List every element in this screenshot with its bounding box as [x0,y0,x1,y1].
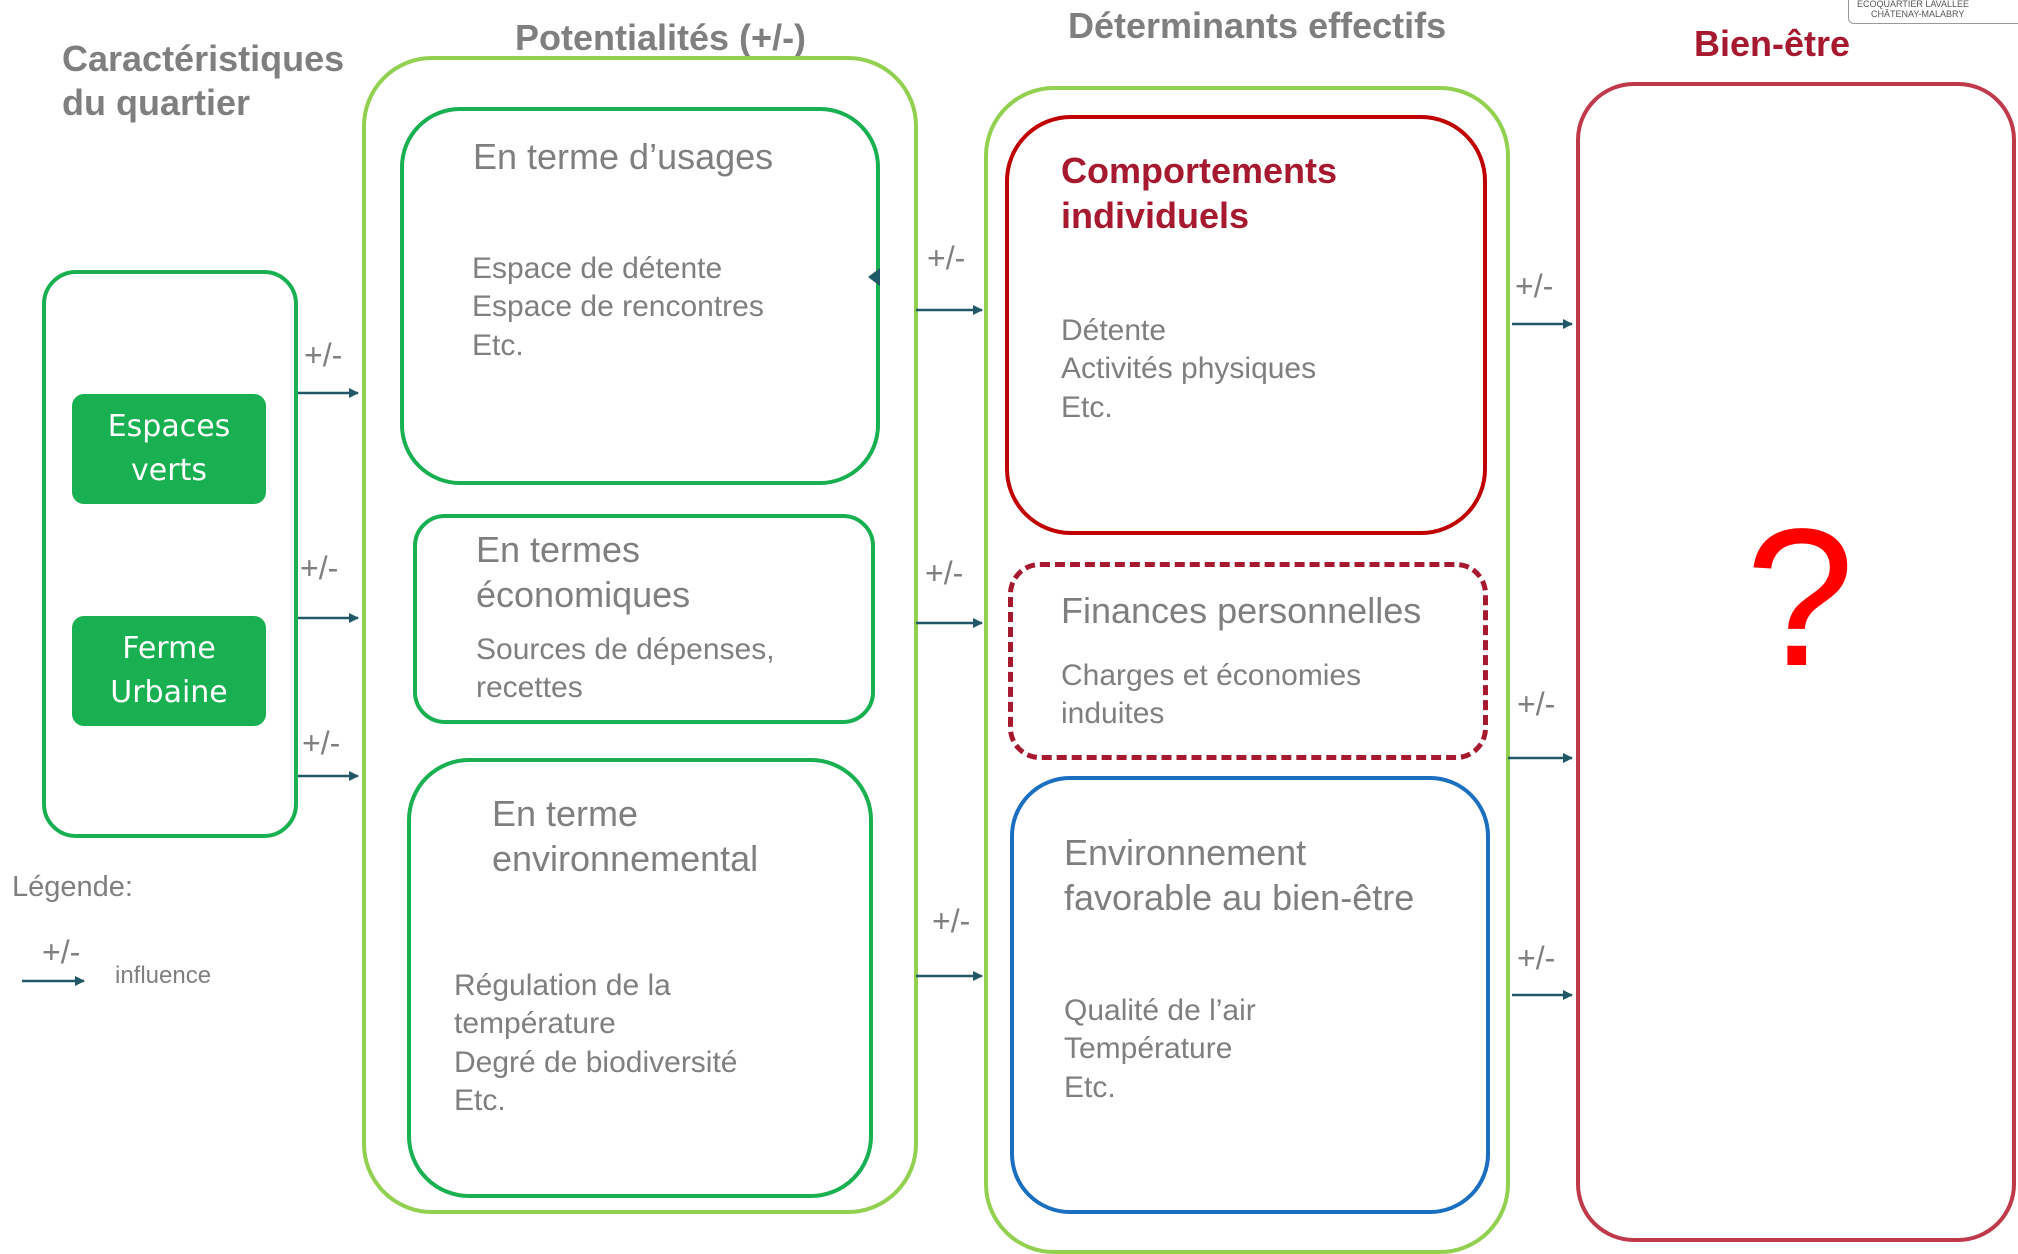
environnement-title-line1: Environnement [1064,832,1307,873]
environnement-title-line2: favorable au bien-être [1064,877,1415,918]
comportements-title: Comportements individuels [1061,148,1337,238]
legend-title: Légende: [12,871,133,903]
influence-label-c3-row1: +/- [1515,268,1554,304]
usages-title: En terme d’usages [473,136,774,177]
environnement-box [1010,776,1490,1214]
caracteristiques-box [42,270,298,838]
finances-details: Charges et économies induites [1061,657,1361,734]
potentialites-title: Potentialités (+/-) [515,17,807,58]
environnemental-title-line2: environnemental [492,838,759,879]
logo-line2: CHÂTENAY-MALABRY [1871,9,1965,19]
economiques-line-2: recettes [476,671,583,705]
environnement-line-1: Qualité de l’air [1064,994,1256,1027]
environnement-line-3: Etc. [1064,1070,1116,1104]
usages-line-3: Etc. [472,328,524,362]
determinants-title: Déterminants effectifs [1068,5,1447,46]
finances-line-2: induites [1061,697,1165,731]
economiques-box [413,514,875,724]
ferme-urbaine-pill: Ferme Urbaine [72,616,266,726]
influence-label-c2-row1: +/- [927,240,966,276]
comportements-box [1005,115,1487,535]
comportements-title-line2: individuels [1061,195,1250,236]
espaces-verts-pill: Espaces verts [72,394,266,504]
usages-details: Espace de détente Espace de rencontres E… [472,250,764,365]
caracteristiques-title-line1: Caractéristiques [62,38,345,79]
comportements-line-3: Etc. [1061,390,1113,424]
environnemental-title-line1: En terme [492,793,639,834]
environnemental-line-1: Régulation de la [454,969,671,1002]
ferme-urbaine-line2: Urbaine [110,675,228,710]
influence-label-c1-row1: +/- [304,337,343,373]
bien-etre-title: Bien-être [1694,23,1851,64]
environnement-line-2: Température [1064,1032,1233,1066]
comportements-title-line1: Comportements [1061,150,1338,191]
logo-line1: ÉCOQUARTIER LAVALLÉE [1857,0,1970,9]
environnement-title: Environnement favorable au bien-être [1064,830,1414,920]
bien-etre-box [1576,82,2016,1242]
influence-label-c1-row3: +/- [302,725,341,761]
environnemental-line-2: température [454,1007,616,1041]
environnement-details: Qualité de l’air Température Etc. [1064,992,1256,1107]
caracteristiques-title: Caractéristiques du quartier [62,37,344,125]
finances-box [1008,562,1488,760]
economiques-title-line1: En termes [476,529,641,570]
espaces-verts-line1: Espaces [107,408,231,444]
comportements-line-2: Activités physiques [1061,352,1317,386]
influence-label-c1-row2: +/- [300,550,339,586]
legend-symbol: +/- [42,934,81,970]
question-mark: ? [1745,488,1855,707]
environnemental-title: En terme environnemental [492,791,758,881]
caracteristiques-title-line2: du quartier [62,81,251,123]
usages-line-2: Espace de rencontres [472,290,764,324]
logo: ÉCOQUARTIER LAVALLÉE CHÂTENAY-MALABRY [1848,0,2018,24]
espaces-verts-line2: verts [131,453,207,488]
potentialites-container [362,56,918,1214]
economiques-title: En termes économiques [476,527,690,617]
economiques-details: Sources de dépenses, recettes [476,631,775,708]
influence-label-c2-row2: +/- [925,555,964,591]
environnemental-line-3: Degré de biodiversité [454,1045,738,1079]
economiques-line-1: Sources de dépenses, [476,633,775,666]
ferme-urbaine-line1: Ferme [122,630,216,666]
comportements-details: Détente Activités physiques Etc. [1061,312,1316,427]
influence-label-c3-row2: +/- [1517,686,1556,722]
environnemental-box [407,758,873,1198]
finances-title: Finances personnelles [1061,590,1422,631]
finances-line-1: Charges et économies [1061,659,1362,692]
influence-label-c3-row3: +/- [1517,940,1556,976]
usages-line-1: Espace de détente [472,252,723,285]
economiques-title-line2: économiques [476,574,691,615]
usages-inner-arrowhead [868,268,880,286]
comportements-line-1: Détente [1061,314,1167,347]
usages-box [400,107,880,485]
influence-label-c2-row3: +/- [932,903,971,939]
legend-text: influence [115,962,212,989]
environnemental-line-4: Etc. [454,1084,506,1118]
environnemental-details: Régulation de la température Degré de bi… [454,967,738,1121]
